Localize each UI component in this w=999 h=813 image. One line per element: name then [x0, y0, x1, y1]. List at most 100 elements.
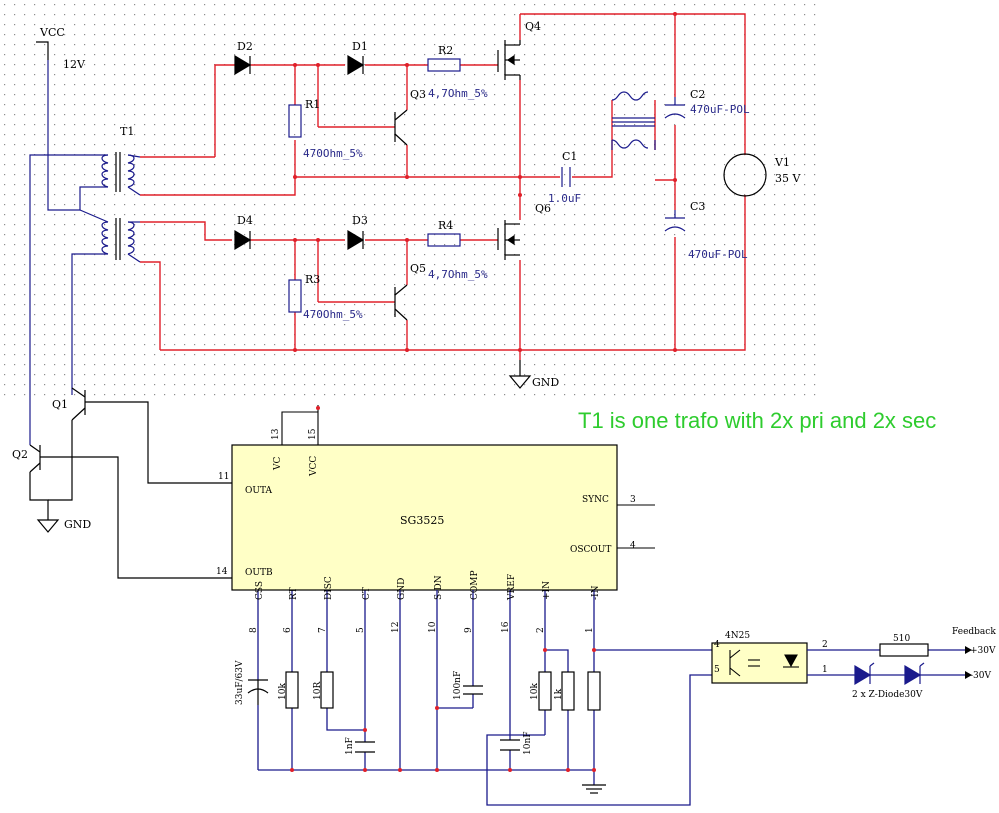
- pin-sdn: S-DN: [434, 575, 444, 600]
- resistor-in-a-symbol: [538, 671, 552, 711]
- sg3525-ic: [231, 444, 618, 591]
- comp-cap-label: 100nF: [453, 671, 463, 700]
- pin-2: 2: [536, 627, 546, 633]
- capacitor-c3-symbol: [664, 210, 686, 232]
- vcc-value: 12V: [63, 58, 86, 71]
- opto-internals: [729, 649, 799, 677]
- pin-7: 7: [318, 627, 328, 633]
- pin-13: 13: [271, 428, 281, 440]
- c1-label: C1: [562, 150, 577, 163]
- q4-label: Q4: [525, 20, 541, 33]
- v1-value: 35 V: [775, 172, 801, 185]
- voltage-source-v1: [723, 153, 767, 197]
- q2-label: Q2: [12, 448, 28, 461]
- gnd-top-label: GND: [532, 376, 559, 389]
- out-plus-label: +30V: [970, 646, 996, 656]
- ct-cap-label: 1nF: [345, 737, 355, 755]
- zener-label: 2 x Z-Diode30V: [852, 690, 923, 700]
- pin-outa: OUTA: [245, 486, 272, 496]
- control-labels: 33uF/63V 10k 10R 1nF 100nF 10nF 10k 1k: [235, 660, 564, 755]
- output-arrows: [965, 646, 972, 679]
- d1-label: D1: [352, 40, 368, 53]
- transistor-q3-symbol: [394, 109, 408, 146]
- c2-label: C2: [690, 88, 705, 101]
- q5-label: Q5: [410, 262, 426, 275]
- opto-name: 4N25: [725, 631, 750, 641]
- pin-inp: +IN: [542, 581, 552, 600]
- c3-value: 470uF-POL: [688, 248, 748, 261]
- pin-4: 4: [630, 541, 636, 551]
- feedback-label: Feedback: [952, 627, 996, 637]
- r2-value: 4,7Ohm_5%: [428, 87, 488, 100]
- d4-label: D4: [237, 214, 253, 227]
- pin-oscout: OSCOUT: [570, 545, 611, 555]
- junction-dots-control: [290, 648, 596, 772]
- diode-d1-symbol: [347, 54, 365, 76]
- resistor-r3-symbol: [288, 279, 302, 313]
- q6-label: Q6: [535, 202, 551, 215]
- r3-value: 470Ohm_5%: [303, 308, 363, 321]
- pin-6: 6: [283, 627, 293, 633]
- pin-comp: COMP: [470, 570, 480, 600]
- capacitor-c2-symbol: [664, 97, 686, 119]
- pin-outb: OUTB: [245, 568, 273, 578]
- r510-label: 510: [893, 634, 910, 644]
- pin-vcc: VCC: [309, 456, 319, 477]
- driver-transistors: [29, 387, 232, 579]
- output-transformer-symbol: [611, 91, 656, 150]
- in-res-b-label: 1k: [554, 688, 564, 700]
- pin-16: 16: [501, 621, 511, 633]
- component-symbols: [234, 40, 767, 389]
- t1-note: T1 is one trafo with 2x pri and 2x sec: [578, 408, 936, 433]
- feedback-wires: [807, 649, 965, 676]
- pin-css: CSS: [255, 581, 265, 600]
- r1-value: 470Ohm_5%: [303, 147, 363, 160]
- ground-top-symbol: [508, 360, 532, 389]
- disc-res-label: 10R: [313, 682, 323, 700]
- opto-pin-1: 1: [822, 665, 828, 675]
- resistor-disc-symbol: [320, 671, 334, 709]
- pin-sync: SYNC: [582, 495, 609, 505]
- resistor-r2-symbol: [427, 58, 461, 72]
- pin-inn: -IN: [591, 585, 601, 600]
- zener-diodes: [854, 662, 925, 686]
- in-res-a-label: 10k: [530, 683, 540, 700]
- resistor-510-symbol: [879, 643, 929, 657]
- pin-9: 9: [464, 627, 474, 633]
- opto-pin-2: 2: [822, 640, 828, 650]
- resistor-r1-symbol: [288, 104, 302, 138]
- r4-value: 4,7Ohm_5%: [428, 268, 488, 281]
- pin-vref: VREF: [507, 574, 517, 601]
- q3-label: Q3: [410, 88, 426, 101]
- opto-pin-5: 5: [714, 665, 720, 675]
- transistor-q5-symbol: [394, 284, 408, 321]
- d2-label: D2: [237, 40, 253, 53]
- pin-disc: DISC: [324, 576, 334, 600]
- d3-label: D3: [352, 214, 368, 227]
- c1-value: 1.0uF: [548, 192, 581, 205]
- out-minus-label: -30V: [970, 671, 991, 681]
- pin-12: 12: [391, 622, 401, 633]
- diode-d3-symbol: [347, 229, 365, 251]
- gnd-left-label: GND: [64, 518, 91, 531]
- resistor-r4-symbol: [427, 233, 461, 247]
- pin-10: 10: [428, 621, 438, 633]
- junction-dots-red: [293, 12, 677, 352]
- opto-labels: 4N25 4 5 2 1 510 Feedback +30V -30V 2 x …: [714, 627, 996, 700]
- pin-5: 5: [356, 627, 366, 633]
- vcc-pin-dot: [316, 406, 320, 410]
- pin-vc: VC: [273, 457, 283, 471]
- pin-ct: CT: [362, 587, 372, 600]
- pin-15: 15: [308, 428, 318, 440]
- v1-label: V1: [774, 156, 790, 169]
- vcc-symbol: [36, 41, 49, 60]
- r1-label: R1: [305, 98, 320, 111]
- c2-value: 470uF-POL: [690, 103, 750, 116]
- capacitor-c1-symbol: [561, 167, 571, 187]
- t1-label: T1: [120, 125, 134, 138]
- resistor-rt-symbol: [285, 671, 299, 709]
- diode-d2-symbol: [234, 54, 252, 76]
- pin-1: 1: [585, 627, 595, 633]
- pin-gnd: GND: [397, 578, 407, 600]
